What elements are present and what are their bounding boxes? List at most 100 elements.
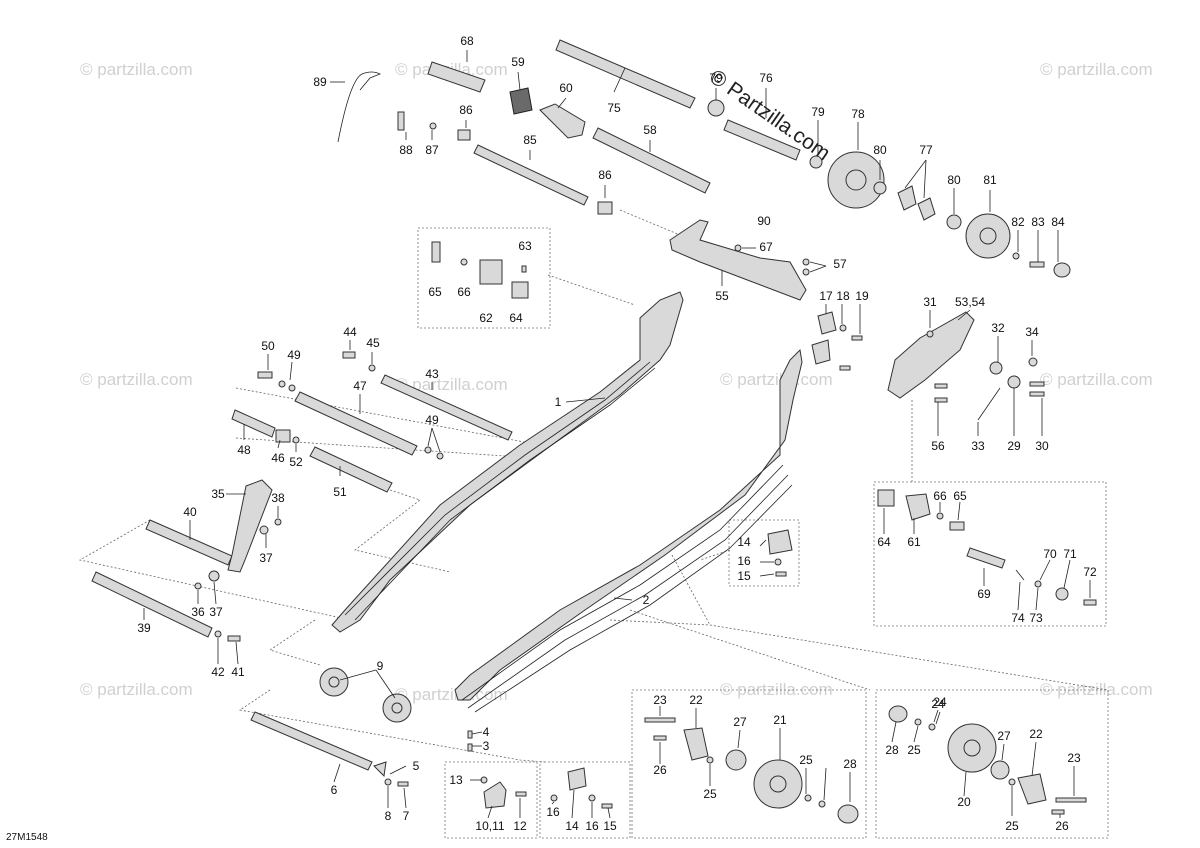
watermark: © partzilla.com	[395, 685, 508, 704]
callout-box	[875, 689, 1109, 839]
callout-number: 19	[855, 289, 869, 303]
washer	[707, 99, 725, 117]
bearing	[897, 185, 917, 211]
assembly-guides	[78, 209, 1109, 763]
watermark: © partzilla.com	[80, 60, 193, 79]
callout-number: 33	[971, 439, 985, 453]
callout-number: 61	[907, 535, 921, 549]
washer	[928, 723, 936, 731]
bolt	[431, 241, 441, 263]
slider-block	[811, 339, 831, 365]
callout-number: 24	[931, 697, 945, 711]
rail-right	[454, 348, 803, 701]
callout-number: 24	[933, 695, 947, 709]
callout-number: 16	[737, 554, 751, 568]
callout-number: 2	[643, 593, 650, 607]
tube	[309, 446, 393, 493]
pin	[467, 743, 473, 752]
callout-number: 37	[259, 551, 273, 565]
shaft	[966, 547, 1006, 569]
callout-box	[444, 761, 538, 839]
callout-box	[873, 481, 1107, 627]
callout-number: 78	[851, 107, 865, 121]
tube	[294, 391, 418, 456]
callout-number: 86	[598, 168, 612, 182]
callout-number: 4	[483, 725, 490, 739]
callout-number: 25	[799, 753, 813, 767]
callout-number: 60	[559, 81, 573, 95]
callout-number: 73	[1029, 611, 1043, 625]
nut	[926, 330, 934, 338]
clip	[337, 71, 381, 143]
callout-number: 56	[931, 439, 945, 453]
callout-number: 83	[1031, 215, 1045, 229]
wheel-bracket	[1017, 773, 1047, 805]
slider-block	[817, 311, 837, 335]
callout-number: 66	[933, 489, 947, 503]
callout-number: 90	[757, 214, 771, 228]
callout-number: 74	[1011, 611, 1025, 625]
washer	[804, 794, 812, 802]
callout-number: 89	[313, 75, 327, 89]
callout-number: 58	[643, 123, 657, 137]
callout-number: 39	[137, 621, 151, 635]
washer	[802, 258, 810, 266]
callout-number: 29	[1007, 439, 1021, 453]
callout-box	[631, 689, 867, 839]
slider-block	[479, 259, 503, 285]
callout-number: 13	[449, 773, 463, 787]
washer	[424, 446, 432, 454]
washer	[436, 452, 444, 460]
bolt	[227, 635, 241, 642]
callout-number: 69	[977, 587, 991, 601]
callout-number: 84	[1051, 215, 1065, 229]
shaft	[380, 374, 513, 441]
washer	[1055, 587, 1069, 601]
shaft	[555, 39, 696, 109]
washer	[384, 778, 392, 786]
callout-number: 26	[1055, 819, 1069, 833]
callout-number: 25	[1005, 819, 1019, 833]
washer	[550, 794, 558, 802]
fitting	[734, 244, 742, 252]
rail-left	[331, 291, 684, 633]
slider-block	[767, 529, 793, 555]
callout-number: 42	[211, 665, 225, 679]
callout-number: 34	[1025, 325, 1039, 339]
watermark: © partzilla.com	[80, 370, 193, 389]
callout-number: 52	[289, 455, 303, 469]
bracket-arm	[227, 479, 273, 573]
tube	[592, 127, 711, 194]
callout-number: 49	[425, 413, 439, 427]
washer	[809, 155, 823, 169]
watermark: © partzilla.com	[1040, 60, 1153, 79]
callout-number: 15	[603, 819, 617, 833]
washer	[368, 364, 376, 372]
bushing	[275, 429, 291, 443]
callout-number: 9	[377, 659, 384, 673]
wheel-hub	[963, 739, 981, 757]
callout-number: 37	[209, 605, 223, 619]
bolt	[934, 383, 948, 389]
bushing	[949, 521, 965, 531]
bracket	[373, 761, 387, 778]
callout-number: 64	[509, 311, 523, 325]
watermark: © partzilla.com	[1040, 680, 1153, 699]
shaft	[91, 571, 213, 638]
bolt	[515, 791, 527, 797]
watermark: © partzilla.com	[1040, 370, 1153, 389]
tube	[145, 519, 233, 566]
callout-number: 88	[399, 143, 413, 157]
callout-number: 30	[1035, 439, 1049, 453]
bolt	[342, 351, 356, 359]
callout-number: 80	[947, 173, 961, 187]
callout-number: 64	[877, 535, 891, 549]
callout-number: 28	[843, 757, 857, 771]
callout-number: 8	[385, 809, 392, 823]
washer	[288, 384, 296, 392]
callout-number: 65	[428, 285, 442, 299]
callout-number: 77	[919, 143, 933, 157]
washer	[429, 122, 437, 130]
callout-number: 85	[523, 133, 537, 147]
